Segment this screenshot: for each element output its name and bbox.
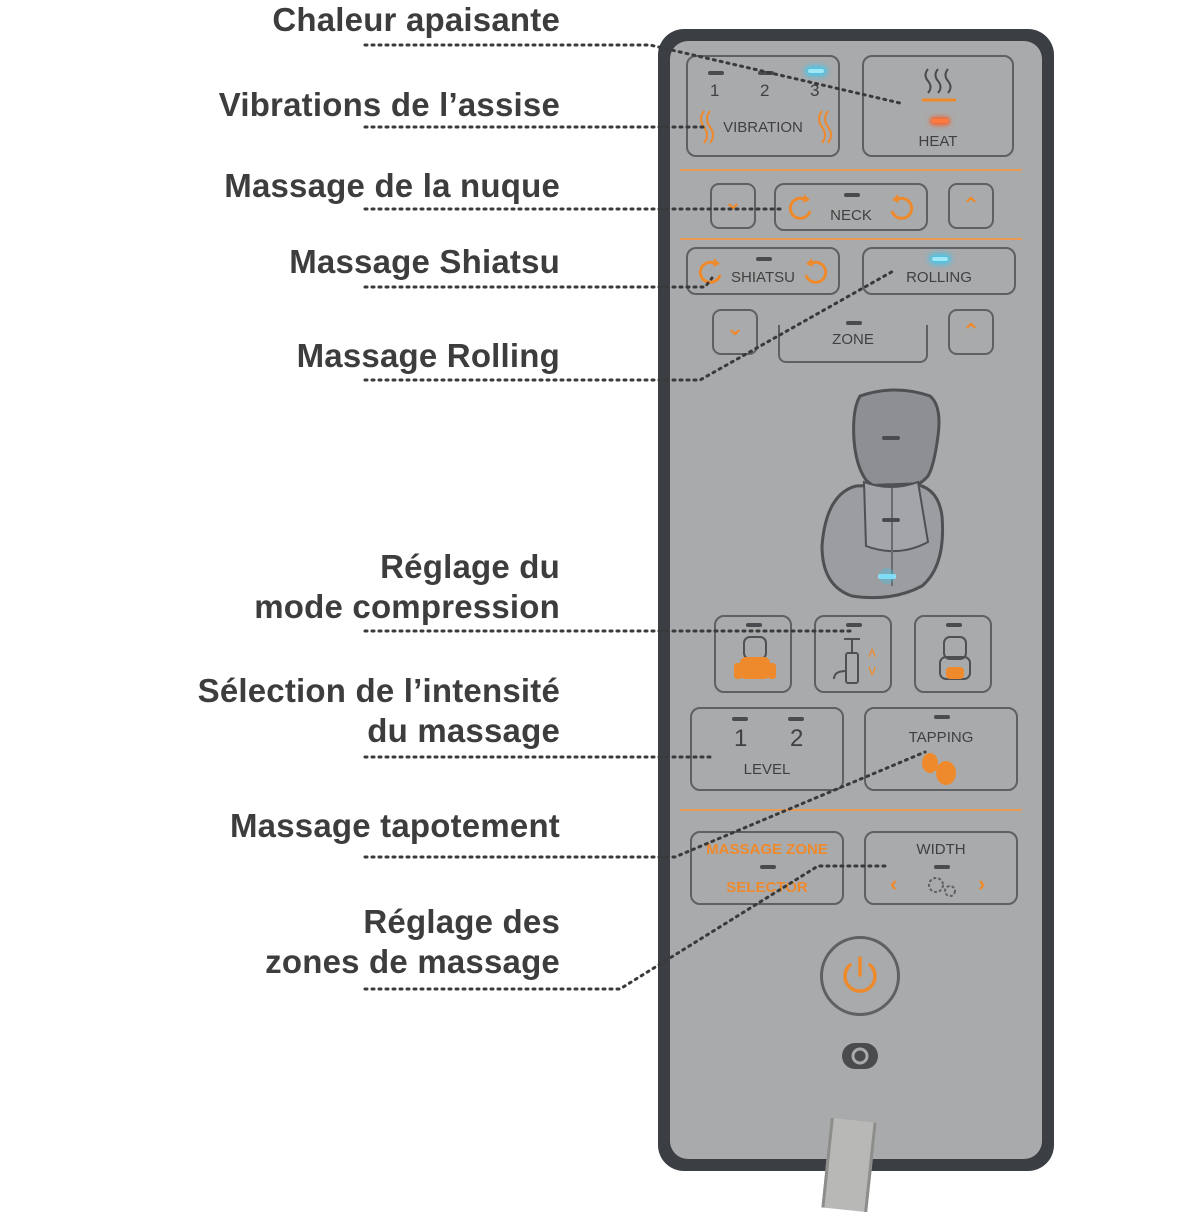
level-button[interactable]: 1 2 LEVEL — [690, 707, 844, 791]
separator-2 — [680, 238, 1022, 240]
neck-down-button[interactable]: ⌄ — [710, 183, 756, 229]
rolling-button[interactable]: ROLLING — [862, 247, 1016, 295]
neck-button[interactable]: NECK — [774, 183, 928, 231]
chevron-right-icon: › — [978, 871, 986, 896]
tapping-button[interactable]: TAPPING — [864, 707, 1018, 791]
svg-text:v: v — [868, 663, 876, 679]
callout-compression-line2: mode compression — [254, 588, 560, 625]
callout-heat: Chaleur apaisante — [272, 1, 560, 38]
remote-control: 1 2 3 VIBRATION HEAT ⌄ — [658, 29, 1054, 1171]
air-pump-icon: ʌ v — [833, 638, 876, 684]
width-label: WIDTH — [916, 841, 966, 858]
level-led-1 — [732, 717, 748, 721]
brand-logo-icon — [842, 1043, 878, 1069]
vibration-level-2: 2 — [760, 81, 770, 100]
level-label: LEVEL — [743, 761, 791, 778]
rolling-led — [932, 257, 948, 261]
compression-mode-3-button[interactable] — [914, 615, 992, 693]
chevron-left-icon: ‹ — [890, 871, 898, 896]
massage-seat-icon — [939, 636, 971, 680]
chevron-down-icon: ⌄ — [725, 315, 745, 340]
rotate-icon — [890, 194, 914, 220]
width-led — [934, 865, 950, 869]
level-led-2 — [788, 717, 804, 721]
massage-zone-label-top: MASSAGE ZONE — [706, 841, 828, 858]
shiatsu-button[interactable]: SHIATSU — [686, 247, 840, 295]
zone-led — [846, 321, 862, 325]
heat-button[interactable]: HEAT — [862, 55, 1014, 157]
zone-indicator: ZONE — [778, 321, 928, 363]
callout-shiatsu: Massage Shiatsu — [289, 243, 560, 280]
callout-zones-line2: zones de massage — [265, 943, 560, 980]
power-icon — [843, 956, 877, 993]
heat-waves-icon — [922, 68, 956, 102]
tapping-led — [934, 715, 950, 719]
rotate-icon — [804, 258, 828, 284]
chevron-up-icon: ⌃ — [961, 193, 981, 218]
tapping-label: TAPPING — [908, 729, 974, 746]
vibration-label: VIBRATION — [723, 119, 803, 136]
neck-label: NECK — [830, 207, 872, 224]
callout-zones-line1: Réglage des — [363, 903, 560, 940]
zone-label: ZONE — [832, 331, 874, 348]
callout-compression-line1: Réglage du — [380, 548, 560, 585]
callout-intensity-line1: Sélection de l’intensité — [197, 672, 560, 709]
massage-zone-label-bottom: SELECTOR — [726, 879, 808, 896]
power-cable — [821, 1117, 877, 1212]
massage-seat-icon — [734, 636, 776, 679]
compression-mode-1-button[interactable] — [714, 615, 792, 693]
compression-mode-3-led — [946, 623, 962, 627]
gears-icon — [928, 877, 956, 897]
power-button[interactable] — [820, 936, 900, 1016]
compression-mode-2-led — [846, 623, 862, 627]
tapping-hands-icon — [922, 753, 956, 785]
compression-mode-1-led — [746, 623, 762, 627]
separator-3 — [680, 809, 1022, 811]
heat-led — [932, 119, 948, 123]
vibration-led-2 — [758, 71, 774, 75]
separator-1 — [680, 169, 1022, 171]
chevron-up-icon: ⌃ — [961, 319, 981, 344]
chevron-down-icon: ⌄ — [723, 189, 743, 214]
callout-neck: Massage de la nuque — [224, 167, 560, 204]
vibration-level-1: 1 — [710, 81, 720, 100]
shiatsu-led — [756, 257, 772, 261]
massage-seat-icon — [820, 388, 945, 600]
neck-up-button[interactable]: ⌃ — [948, 183, 994, 229]
vibration-led-1 — [708, 71, 724, 75]
vibration-button[interactable]: 1 2 3 VIBRATION — [686, 55, 840, 157]
compression-mode-2-button[interactable]: ʌ v — [814, 615, 892, 693]
zone-up-button[interactable]: ⌃ — [948, 309, 994, 355]
heat-label: HEAT — [918, 133, 958, 150]
callout-rolling: Massage Rolling — [296, 337, 560, 374]
vibration-level-3: 3 — [810, 81, 820, 100]
callout-vibration: Vibrations de l’assise — [218, 86, 560, 123]
width-button[interactable]: WIDTH ‹ › — [864, 831, 1018, 905]
zone-down-button[interactable]: ⌄ — [712, 309, 758, 355]
level-2: 2 — [790, 725, 804, 752]
svg-text:ʌ: ʌ — [868, 645, 876, 661]
vibration-led-3 — [808, 69, 824, 73]
massage-zone-selector-button[interactable]: MASSAGE ZONE SELECTOR — [690, 831, 844, 905]
rolling-label: ROLLING — [906, 269, 972, 286]
remote-panel: 1 2 3 VIBRATION HEAT ⌄ — [670, 41, 1042, 1159]
massage-zone-led — [760, 865, 776, 869]
callout-intensity-line2: du massage — [367, 712, 560, 749]
level-1: 1 — [734, 725, 748, 752]
neck-led — [844, 193, 860, 197]
callout-tapping: Massage tapotement — [229, 807, 560, 844]
rotate-icon — [788, 194, 812, 220]
